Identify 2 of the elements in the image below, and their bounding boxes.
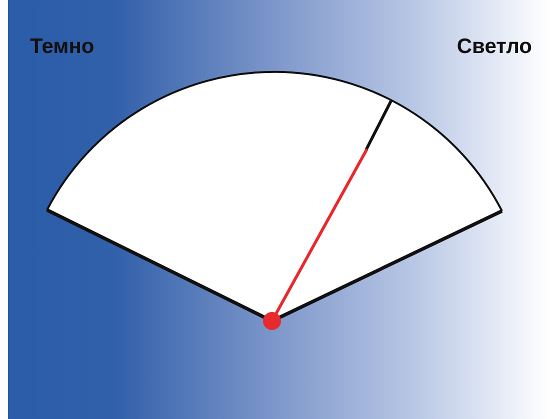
scale-label: Темно	[30, 36, 94, 57]
scale-label: Светло	[456, 36, 532, 57]
